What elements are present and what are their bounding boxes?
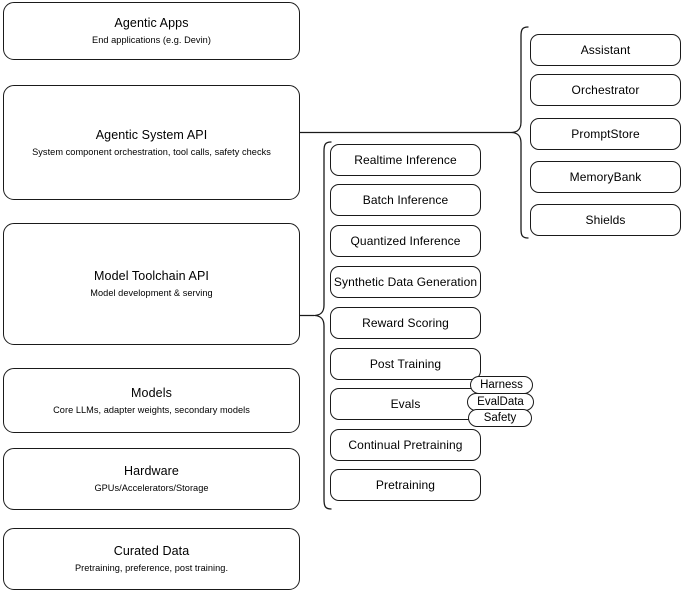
component-label: Assistant [580, 43, 631, 57]
toolchain-label: Realtime Inference [354, 153, 457, 167]
toolchain-label: Evals [390, 397, 421, 411]
eval-tag-evaldata[interactable]: EvalData [467, 393, 534, 411]
toolchain-box-post-training[interactable]: Post Training [330, 348, 481, 380]
toolchain-label: Synthetic Data Generation [333, 275, 478, 289]
layer-subtitle: Pretraining, preference, post training. [74, 563, 229, 573]
toolchain-label: Quantized Inference [350, 234, 461, 248]
toolchain-label: Pretraining [375, 478, 436, 492]
component-label: Orchestrator [571, 83, 640, 97]
component-box-memorybank[interactable]: MemoryBank [530, 161, 681, 193]
component-box-promptstore[interactable]: PromptStore [530, 118, 681, 150]
toolchain-box-synthetic-data-generation[interactable]: Synthetic Data Generation [330, 266, 481, 298]
layer-subtitle: System component orchestration, tool cal… [32, 146, 271, 157]
eval-tag-label: EvalData [477, 395, 524, 408]
layer-subtitle: End applications (e.g. Devin) [92, 35, 211, 45]
layer-title: Curated Data [113, 544, 190, 558]
layer-title: Agentic Apps [114, 16, 189, 30]
connector-system-api-to-components [299, 126, 516, 140]
eval-tag-label: Safety [483, 411, 517, 424]
toolchain-box-reward-scoring[interactable]: Reward Scoring [330, 307, 481, 339]
toolchain-box-batch-inference[interactable]: Batch Inference [330, 184, 481, 216]
component-label: MemoryBank [569, 170, 642, 184]
component-label: PromptStore [571, 127, 640, 141]
layer-box-model-toolchain-api[interactable]: Model Toolchain API Model development & … [3, 223, 300, 345]
eval-tag-safety[interactable]: Safety [468, 409, 532, 427]
layer-subtitle: GPUs/Accelerators/Storage [94, 483, 209, 493]
toolchain-box-quantized-inference[interactable]: Quantized Inference [330, 225, 481, 257]
toolchain-label: Reward Scoring [362, 316, 449, 330]
layer-box-hardware[interactable]: Hardware GPUs/Accelerators/Storage [3, 448, 300, 510]
brace-system-components [510, 26, 530, 248]
toolchain-box-pretraining[interactable]: Pretraining [330, 469, 481, 501]
layer-subtitle: Core LLMs, adapter weights, secondary mo… [53, 404, 250, 415]
component-label: Shields [585, 213, 626, 227]
toolchain-label: Post Training [369, 357, 442, 371]
component-box-shields[interactable]: Shields [530, 204, 681, 236]
toolchain-label: Continual Pretraining [348, 438, 463, 452]
component-box-assistant[interactable]: Assistant [530, 34, 681, 66]
layer-subtitle: Model development & serving [90, 288, 213, 298]
layer-box-curated-data[interactable]: Curated Data Pretraining, preference, po… [3, 528, 300, 590]
eval-tag-harness[interactable]: Harness [470, 376, 533, 394]
layer-title: Model Toolchain API [94, 269, 209, 283]
toolchain-box-continual-pretraining[interactable]: Continual Pretraining [330, 429, 481, 461]
toolchain-box-realtime-inference[interactable]: Realtime Inference [330, 144, 481, 176]
toolchain-label: Batch Inference [362, 193, 449, 207]
connector-toolchain-to-components [299, 309, 322, 323]
layer-title: Hardware [124, 464, 179, 478]
layer-box-agentic-apps[interactable]: Agentic Apps End applications (e.g. Devi… [3, 2, 300, 60]
layer-title: Models [131, 385, 172, 400]
toolchain-box-evals[interactable]: Evals [330, 388, 481, 420]
layer-box-agentic-system-api[interactable]: Agentic System API System component orch… [3, 85, 300, 200]
component-box-orchestrator[interactable]: Orchestrator [530, 74, 681, 106]
layer-title: Agentic System API [95, 127, 208, 142]
eval-tag-label: Harness [480, 378, 523, 391]
layer-box-models[interactable]: Models Core LLMs, adapter weights, secon… [3, 368, 300, 433]
